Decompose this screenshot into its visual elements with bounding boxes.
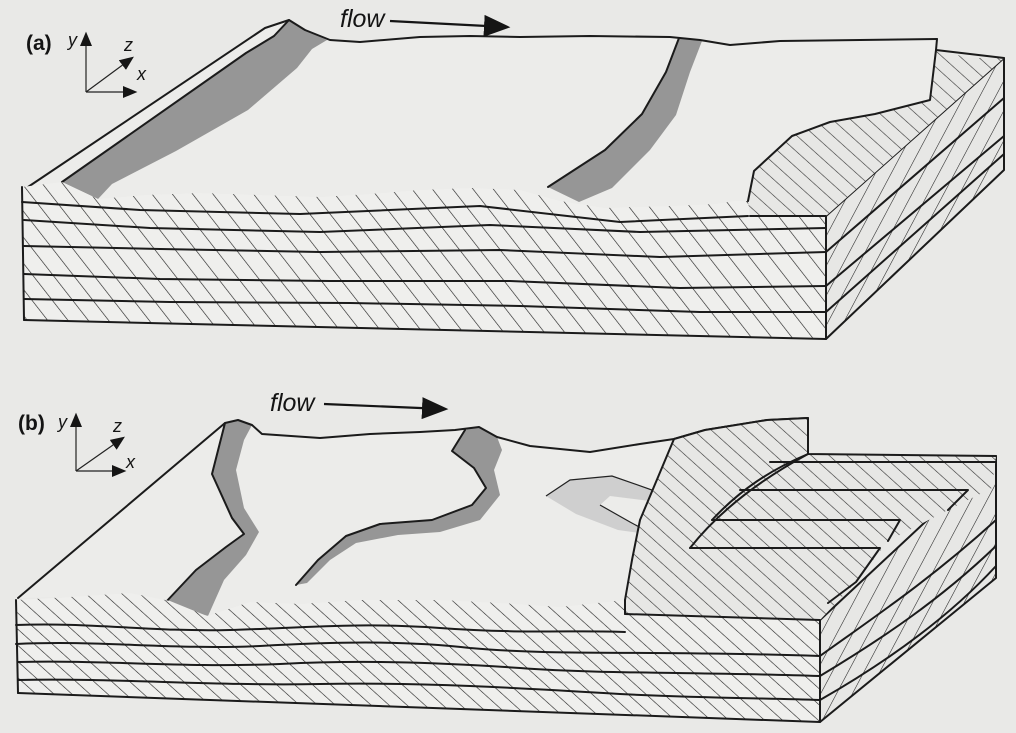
flow-arrow-a — [389, 14, 511, 37]
scour-hollow-b — [546, 476, 676, 535]
cutaway-edge-a — [747, 38, 938, 202]
side-edge-a — [825, 57, 1005, 340]
lee-face-a1 — [62, 20, 327, 199]
trough-lobe-b1 — [689, 547, 881, 604]
axis-label-y-a: y — [66, 30, 78, 50]
panel-b: (b) y z x flow — [15, 389, 997, 723]
axis-label-y-b: y — [56, 412, 68, 432]
flow-label-a: flow — [340, 5, 386, 33]
side-boundary-b2 — [819, 545, 997, 677]
side-cross-bedding-a — [826, 58, 1004, 339]
crest-line-b1 — [164, 422, 245, 604]
trough-boundary-b4 — [17, 678, 821, 701]
side-boundary-a2 — [825, 135, 1005, 287]
flow-label-b: flow — [270, 389, 316, 417]
flow-arrow-b — [323, 397, 449, 420]
left-edge-b — [15, 599, 19, 694]
cutaway-upper-edge-b — [624, 417, 997, 601]
side-boundary-a1 — [825, 97, 1005, 253]
trough-axis-b2 — [711, 453, 809, 521]
axes-a — [80, 31, 138, 98]
trough-lobe-b2 — [711, 519, 901, 542]
axis-label-x-b: x — [125, 452, 136, 472]
back-edge-a — [935, 49, 1005, 59]
z-axis-arrow-b — [75, 436, 125, 472]
stratum-boundary-a2 — [23, 219, 827, 233]
lee-face-b2 — [296, 427, 502, 585]
panel-a: (a) y z x flow — [21, 5, 1005, 340]
panel-label-a: (a) — [26, 32, 52, 55]
stratum-boundary-a4 — [23, 273, 827, 289]
side-boundary-b1 — [819, 519, 997, 657]
lee-face-b1 — [165, 420, 259, 616]
side-boundary-b3 — [819, 565, 997, 701]
axis-label-z-b: z — [112, 416, 122, 436]
trough-boundary-b2 — [15, 641, 821, 657]
axis-label-x-a: x — [136, 64, 147, 84]
trough-boundary-b3 — [17, 660, 821, 677]
cutaway-foresets-a — [748, 50, 1004, 216]
stratum-boundary-a3 — [23, 245, 827, 258]
cutaway-floor-b — [624, 613, 821, 621]
trough-boundary-b1 — [15, 623, 626, 633]
stratum-boundary-a1 — [21, 201, 749, 223]
trough-axis-b1 — [689, 453, 809, 549]
side-boundary-a3 — [825, 153, 1005, 313]
side-trough-bedding-b — [820, 456, 996, 722]
crest-line-b2 — [295, 429, 487, 586]
axis-label-z-a: z — [123, 35, 133, 55]
front-trough-cross-bedding-b — [16, 593, 820, 722]
base-edge-b — [17, 692, 821, 723]
panel-label-b: (b) — [18, 412, 45, 435]
z-axis-arrow-a — [85, 56, 134, 93]
trough-lobe-b3 — [739, 489, 969, 511]
left-edge-a — [21, 186, 25, 321]
front-cross-bedding-a — [22, 182, 826, 339]
lee-face-a2 — [548, 38, 702, 202]
crest-line-a1 — [61, 19, 290, 183]
base-edge-a — [23, 319, 827, 340]
axes-b — [70, 412, 127, 477]
stratum-boundary-a5 — [23, 298, 827, 313]
crest-line-a2 — [547, 37, 680, 188]
